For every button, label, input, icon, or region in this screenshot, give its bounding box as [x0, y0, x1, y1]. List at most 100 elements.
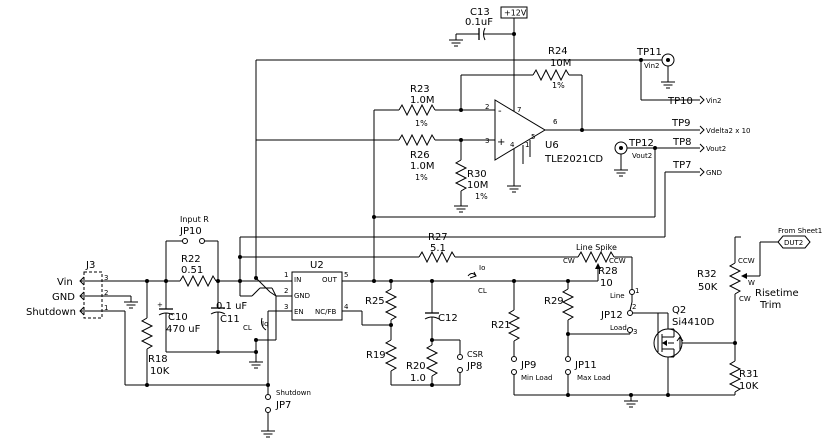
- iq-annotation: Iq CL: [243, 317, 269, 369]
- io-label: Io: [479, 264, 485, 272]
- jumper-jp8: CSR JP8: [432, 340, 484, 386]
- r19-ref: R19: [366, 350, 386, 361]
- tp10-connector: TP10 Vin2: [667, 95, 721, 107]
- j3-pin-2-num: 2: [104, 289, 108, 297]
- iq-label: Iq: [262, 320, 269, 328]
- jp7-title: Shutdown: [276, 389, 311, 397]
- r28-title: Line Spike: [576, 243, 617, 252]
- offsheet-dut2: From Sheet1 DUT2: [759, 227, 822, 257]
- c10-ref: C10: [168, 312, 188, 323]
- u6-pin-5: 5: [531, 133, 535, 141]
- tp8-ref: TP8: [672, 137, 692, 148]
- r30-ref: R30: [467, 169, 487, 180]
- offsheet-from: From Sheet1: [778, 227, 822, 235]
- u6-pin-1: 1: [525, 141, 529, 149]
- resistor-r23: R23 1.0M 1%: [374, 75, 495, 128]
- j3-pin-3-num: 3: [104, 274, 108, 282]
- j3-pin-vin: Vin: [57, 277, 73, 288]
- r26-ref: R26: [410, 150, 430, 161]
- tp9-ref: TP9: [671, 118, 691, 129]
- r25-ref: R25: [365, 296, 385, 307]
- capacitor-c11: 0.1 uF C11: [210, 281, 247, 354]
- jp8-title: CSR: [467, 350, 484, 359]
- r23-ref: R23: [410, 84, 430, 95]
- tp12-net: Vout2: [632, 152, 652, 160]
- c13-value: 0.1uF: [465, 17, 493, 28]
- r27-ref: R27: [428, 232, 448, 243]
- capacitor-c13: C13 0.1uF: [448, 7, 512, 47]
- r20-value: 1.0: [410, 373, 426, 384]
- u6-pin-6: 6: [553, 118, 558, 126]
- u2-pin-out: OUT: [322, 276, 338, 284]
- jp11-title: Max Load: [577, 374, 611, 382]
- tp10-ref: TP10: [667, 96, 693, 107]
- tp9-net: Vdelta2 x 10: [706, 127, 750, 135]
- mosfet-q2: Q2 Si4410D: [652, 305, 715, 395]
- cl2-label: CL: [243, 324, 252, 332]
- r30-value: 10M: [467, 180, 488, 191]
- u2-pin-en: EN: [294, 308, 304, 316]
- resistor-r21: R21: [491, 281, 521, 356]
- capacitor-c12: C12: [424, 281, 458, 342]
- jp12-pin2: 2: [632, 303, 636, 311]
- r24-ref: R24: [548, 46, 568, 57]
- supply-12v: +12V: [500, 6, 528, 107]
- jp12-pin3: 3: [633, 328, 637, 336]
- tp11-ref: TP11: [636, 47, 662, 58]
- resistor-r22: R22 0.51: [179, 254, 277, 288]
- jumper-jp7: Shutdown JP7: [260, 385, 311, 438]
- r28-ref: R28: [598, 266, 618, 277]
- jp10-ref: JP10: [179, 226, 202, 237]
- u6-plus: +: [497, 137, 505, 148]
- r18-value: 10K: [150, 366, 170, 377]
- r21-ref: R21: [491, 320, 511, 331]
- jp10-title: Input R: [180, 215, 209, 224]
- r24-value: 10M: [550, 58, 571, 69]
- r32-ccw: CCW: [738, 257, 755, 265]
- tp7-net: GND: [706, 169, 722, 177]
- u2-pin-in: IN: [294, 276, 301, 284]
- opamp-u6: 2 3 7 6 4 1 5 - + U6 TLE2021CD: [485, 99, 603, 193]
- resistor-r24: R24 10M 1%: [461, 46, 584, 132]
- supply-label: +12V: [504, 9, 527, 18]
- ground-rail: [514, 393, 735, 408]
- u2-ref: U2: [310, 260, 324, 271]
- resistor-r27: R27 5.1: [238, 232, 578, 264]
- u6-pin-2: 2: [485, 103, 489, 111]
- j3-pin-1-num: 1: [104, 304, 108, 312]
- svg-text:+: +: [157, 301, 163, 309]
- cl-label: CL: [478, 287, 487, 295]
- io-annotation: Io CL: [467, 264, 487, 295]
- r26-tol: 1%: [415, 173, 428, 182]
- jp7-ref: JP7: [275, 400, 291, 411]
- resistor-r30: R30 10M 1%: [453, 140, 488, 213]
- regulator-u2: U2 IN GND EN OUT NC/FB 1 2 3 5 4: [240, 260, 580, 385]
- r20-ref: R20: [406, 361, 426, 372]
- jp9-ref: JP9: [520, 360, 536, 371]
- resistor-r18: R18 10K: [140, 281, 170, 387]
- r31-ref: R31: [739, 369, 759, 380]
- r24-tol: 1%: [552, 81, 565, 90]
- tp8-connector: TP8 Vout2: [672, 137, 726, 153]
- r28-ccw: CCW: [609, 257, 626, 265]
- u6-ref: U6: [545, 140, 559, 151]
- r31-value: 10K: [739, 381, 759, 392]
- u6-pin-7: 7: [517, 106, 521, 114]
- r29-ref: R29: [544, 296, 564, 307]
- testpoint-tp12: TP12 Vout2: [613, 138, 700, 217]
- r26-value: 1.0M: [410, 161, 435, 172]
- c13-ref: C13: [470, 7, 490, 18]
- r27-value: 5.1: [430, 243, 446, 254]
- potentiometer-r28: Line Spike CW CCW R28 10 1 Line: [563, 243, 639, 300]
- c12-ref: C12: [438, 313, 458, 324]
- resistor-r25: R25: [365, 281, 398, 340]
- u2-num-3: 3: [284, 303, 288, 311]
- u2-pin-ncfb: NC/FB: [315, 308, 337, 316]
- jp12-ref: JP12: [600, 310, 623, 321]
- jp8-ref: JP8: [466, 361, 482, 372]
- c11-ref: C11: [220, 314, 240, 325]
- tp7-ref: TP7: [672, 160, 692, 171]
- testpoint-tp11: TP11 Vin2: [256, 47, 700, 101]
- capacitor-c10: + C10 470 uF: [157, 281, 256, 353]
